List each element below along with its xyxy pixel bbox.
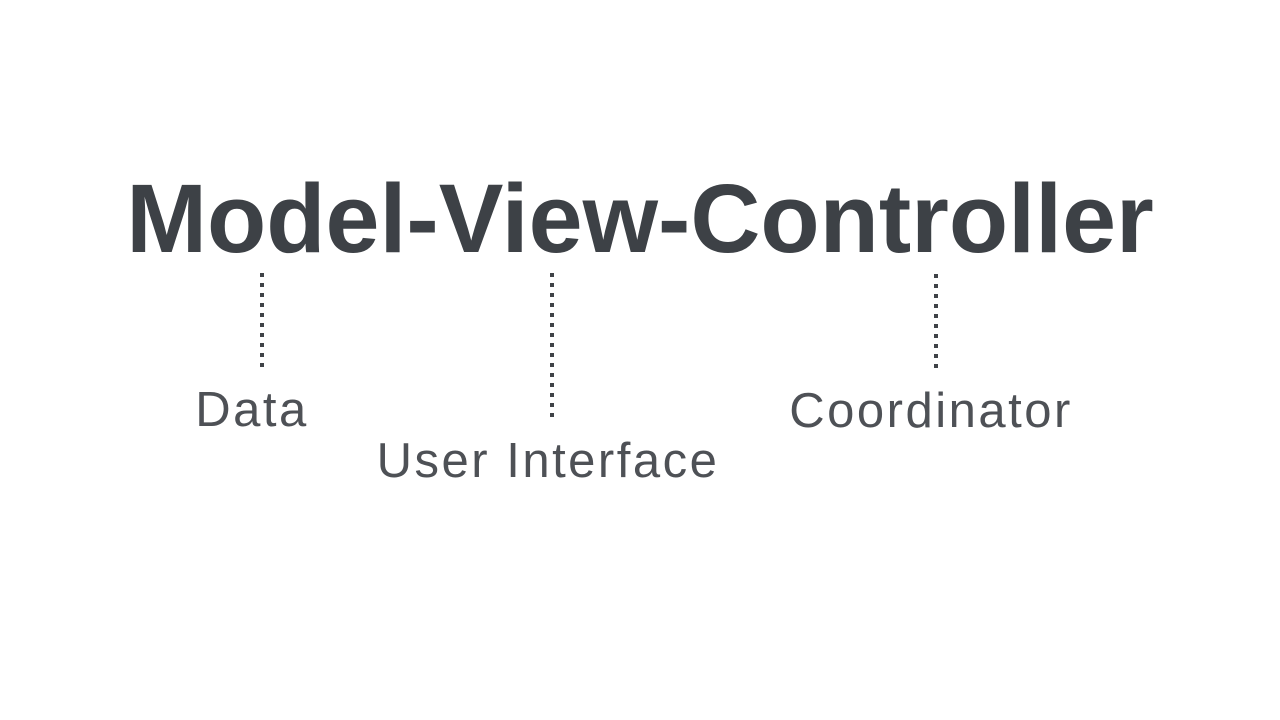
- view-annotation-label: User Interface: [376, 434, 720, 488]
- model-annotation-label: Data: [195, 383, 309, 437]
- controller-dotted-connector: [934, 274, 938, 371]
- view-dotted-connector: [550, 273, 554, 418]
- controller-annotation-label: Coordinator: [789, 384, 1073, 438]
- page-title: Model-View-Controller: [126, 164, 1154, 273]
- model-dotted-connector: [260, 273, 264, 372]
